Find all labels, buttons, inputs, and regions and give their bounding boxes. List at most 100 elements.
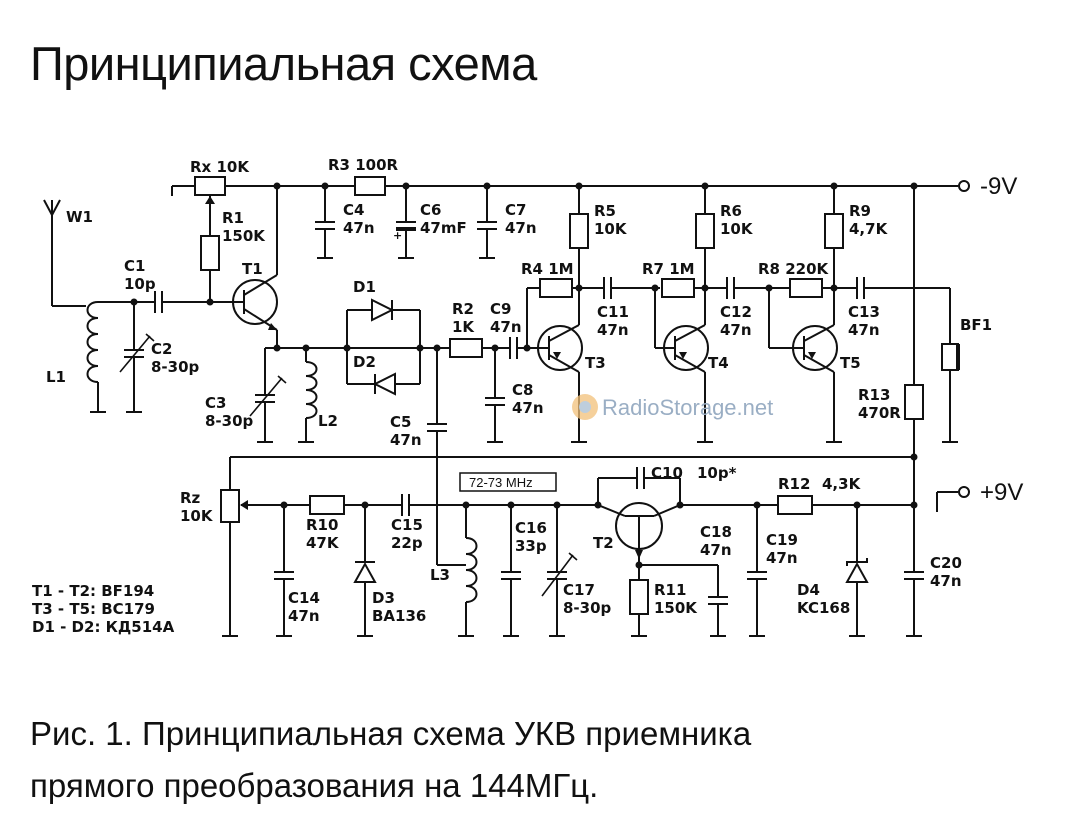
label-c10: C10 [651,464,683,482]
r11-resistor: R11 150K [629,565,698,637]
stage-t3: R4 1M R5 10K T3 C11 47n [521,186,660,443]
label-r3: R3 100R [328,156,399,174]
label-c8: C8 [512,381,533,399]
label-r10-value: 47K [306,534,340,552]
label-r12: R12 [778,475,810,493]
r12-resistor: R12 4,3K [777,475,862,515]
c15-capacitor: C15 22p [391,494,423,552]
label-rz: Rz [180,489,201,507]
label-c9-value: 47n [490,318,522,336]
mixer-output-node: C5 47n [390,344,466,566]
r3-resistor: R3 100R [328,156,399,196]
label-c15-value: 22p [391,534,423,552]
label-r5: R5 [594,202,616,220]
inductor-l3: L3 [430,505,478,637]
label-c5: C5 [390,413,411,431]
svg-text:+: + [393,229,402,242]
label-c20-value: 47n [930,572,962,590]
label-d3-value: BA136 [372,607,426,625]
label-bf1: BF1 [960,316,992,334]
label-c11-value: 47n [597,321,629,339]
c7-capacitor: C7 47n [477,186,537,259]
label-t1: T1 [242,260,263,278]
frequency-text: 72-73 MHz [469,475,533,490]
label-l2: L2 [318,412,338,430]
label-r7: R7 1M [642,260,695,278]
label-l3: L3 [430,566,450,584]
label-r8: R8 220K [758,260,830,278]
c1-capacitor: C1 10p [124,257,236,313]
label-r2: R2 [452,300,474,318]
c8-capacitor: C8 47n [485,348,544,443]
rx-potentiometer: Rx 10K [190,158,250,205]
label-c17-value: 8-30p [563,599,612,617]
label-c14: C14 [288,589,320,607]
label-t3: T3 [585,354,606,372]
label-c19: C19 [766,531,798,549]
rz-potentiometer: Rz 10K [180,489,250,637]
label-c3: C3 [205,394,226,412]
c6-capacitor: + C6 47mF [393,186,467,259]
label-t4: T4 [708,354,729,372]
label-c1: C1 [124,257,145,275]
stage-t5: R8 220K R9 4,7K T5 C13 47n [758,186,950,443]
label-c17: C17 [563,581,595,599]
label-w1: W1 [66,208,93,226]
frequency-label-box: 72-73 MHz [459,472,557,492]
label-c8-value: 47n [512,399,544,417]
label-c6: C6 [420,201,441,219]
label-c11: C11 [597,303,629,321]
label-c19-value: 47n [766,549,798,567]
label-c9: C9 [490,300,511,318]
label-c6-value: 47mF [420,219,467,237]
caption-line-1: Рис. 1. Принципиальная схема УКВ приемни… [30,715,752,752]
label-r4: R4 1M [521,260,574,278]
label-r13: R13 [858,386,890,404]
label-d2: D2 [353,353,376,371]
r2-resistor: R2 1K [449,300,510,358]
label-r12-value: 4,3K [822,475,862,493]
oscillator-t2: C10 10p* T2 [593,464,737,569]
label-r11-value: 150K [654,599,698,617]
label-c13-value: 47n [848,321,880,339]
label-l1: L1 [46,368,66,386]
label-c16-value: 33p [515,537,547,555]
label-c7-value: 47n [505,219,537,237]
label-c7: C7 [505,201,526,219]
c16-capacitor: C16 33p [501,505,547,637]
label-c2-value: 8-30p [151,358,200,376]
label-t5: T5 [840,354,861,372]
circuit-schematic: -9V Rx 10K R3 100R R1 150K [32,156,1023,637]
c9-capacitor: C9 47n [490,300,538,359]
label-d4-value: KC168 [797,599,850,617]
label-rx: Rx 10K [190,158,250,176]
label-c4-value: 47n [343,219,375,237]
label-r6-value: 10K [720,220,754,238]
parts-note: T1 - T2: BF194 T3 - T5: BC179 D1 - D2: К… [32,582,175,636]
label-c14-value: 47n [288,607,320,625]
positive-supply: +9V [936,479,1023,512]
label-r1: R1 [222,209,244,227]
r1-resistor: R1 150K [200,205,266,306]
label-c12: C12 [720,303,752,321]
label-c18-value: 47n [700,541,732,559]
stage-t4: R7 1M R6 10K T4 C12 47n [642,186,790,443]
varicap-d3: D3 BA136 [353,505,426,637]
label-r11: R11 [654,581,686,599]
inductor-l1: L1 [46,301,134,413]
neg-supply-label: -9V [980,173,1017,200]
c19-capacitor: C19 47n [747,505,798,637]
c17-trimmer: C17 8-30p [541,505,612,637]
label-c5-value: 47n [390,431,422,449]
label-rz-value: 10K [180,507,214,525]
parts-note-line-2: T3 - T5: BC179 [32,600,155,618]
label-c13: C13 [848,303,880,321]
label-c2: C2 [151,340,172,358]
label-c10-value: 10p* [697,464,737,482]
c20-capacitor: C20 47n [904,505,962,637]
r10-resistor: R10 47K [306,495,345,552]
watermark-text: RadioStorage.net [602,395,773,420]
label-r13-value: 470R [858,404,901,422]
zener-d4: D4 KC168 [797,505,869,637]
label-c18: C18 [700,523,732,541]
